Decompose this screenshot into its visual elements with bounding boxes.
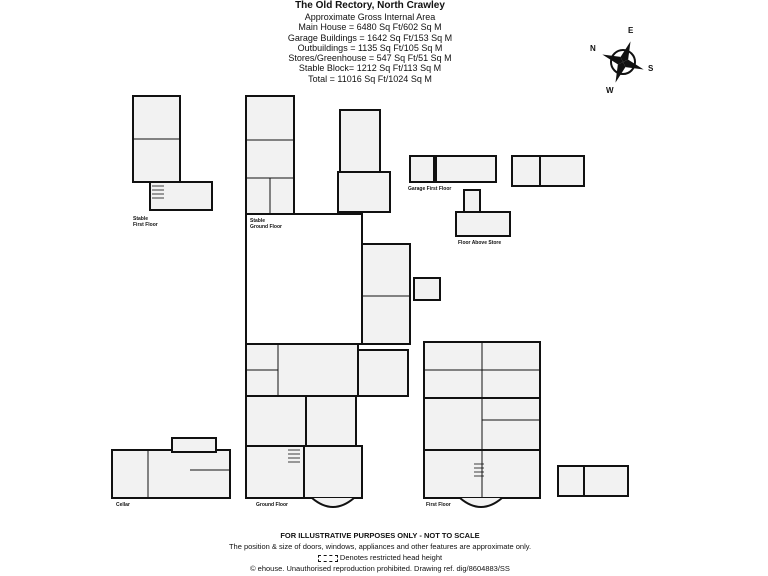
garage-outbuilding-left (511, 155, 541, 187)
label-floor-above-store: Floor Above Store (458, 240, 502, 246)
compass-rose: N E S W (590, 26, 660, 98)
floor-above-store (455, 211, 511, 237)
ground-floor-sitting-room (305, 395, 357, 447)
greenhouse (413, 277, 441, 301)
area-total: Total = 11016 Sq Ft/1024 Sq M (308, 73, 432, 84)
cellar (111, 449, 231, 499)
ground-floor-reception (303, 445, 363, 499)
stable-first-floor-rooms (149, 181, 213, 211)
outbuilding-small-right (583, 465, 629, 497)
compass-e: E (628, 26, 634, 35)
garage (339, 109, 381, 173)
ground-floor-service (357, 349, 409, 397)
footer: FOR ILLUSTRATIVE PURPOSES ONLY - NOT TO … (170, 530, 590, 574)
area-outbuildings: Outbuildings = 1135 Sq Ft/105 Sq M (297, 42, 443, 53)
outbuilding-small-left (557, 465, 585, 497)
footer-legend: Denotes restricted head height (170, 552, 590, 563)
ground-bay-window (311, 497, 355, 508)
area-garage-buildings: Garage Buildings = 1642 Sq Ft/153 Sq M (287, 32, 453, 43)
compass-n: N (590, 44, 596, 53)
dashed-line-icon (317, 554, 338, 562)
compass-w: W (606, 86, 614, 95)
compass-icon (602, 41, 644, 83)
plan-subtitle: Approximate Gross Internal Area (304, 12, 436, 22)
garage-first-floor-stairs (409, 155, 435, 183)
cellar-stair-bay (171, 437, 217, 453)
footer-disclaimer-title: FOR ILLUSTRATIVE PURPOSES ONLY - NOT TO … (280, 531, 480, 540)
area-main-house: Main House = 6480 Sq Ft/602 Sq M (298, 22, 442, 33)
header: The Old Rectory, North Crawley Approxima… (200, 0, 540, 84)
label-cellar: Cellar (116, 502, 130, 508)
kitchen-garden-area (245, 213, 363, 345)
first-bay-window (459, 497, 503, 508)
garage-outbuilding-right (539, 155, 585, 187)
footer-copyright: © ehouse. Unauthorised reproduction proh… (250, 564, 510, 573)
label-garage-first-floor: Garage First Floor (408, 186, 452, 192)
compass-s: S (648, 64, 654, 73)
plan-title: The Old Rectory, North Crawley (295, 0, 445, 11)
garage-workshop (361, 243, 411, 345)
area-stable-block: Stable Block= 1212 Sq Ft/113 Sq M (298, 63, 442, 74)
store-stair (463, 189, 481, 213)
ground-floor-dining (245, 445, 305, 499)
outbuilding-stores (337, 171, 391, 213)
footer-disclaimer: The position & size of doors, windows, a… (228, 542, 532, 551)
label-first-floor: First Floor (426, 502, 451, 508)
area-stores-greenhouse: Stores/Greenhouse = 547 Sq Ft/51 Sq M (288, 53, 452, 64)
garage-first-floor-room (435, 155, 497, 183)
label-ground-floor: Ground Floor (256, 502, 288, 508)
ground-floor-study (245, 395, 307, 447)
footer-legend-text: Denotes restricted head height (339, 553, 443, 562)
